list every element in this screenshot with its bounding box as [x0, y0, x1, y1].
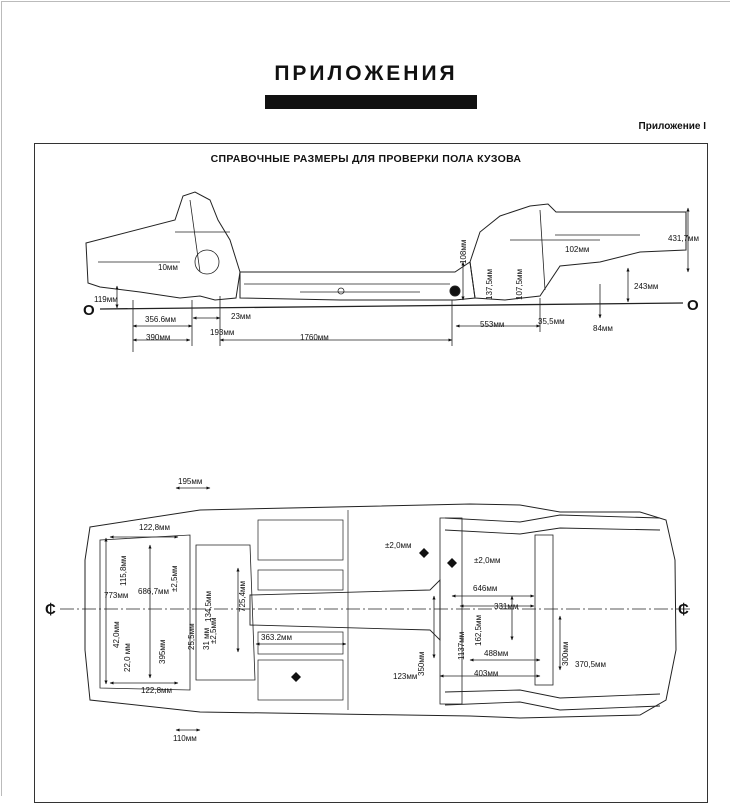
dim-plan-123: 123мм — [393, 672, 417, 681]
dim-plan-25-5: 25,5мм — [187, 623, 196, 650]
dim-side-107-5: 107,5мм — [515, 269, 524, 300]
plan-view — [84, 503, 677, 719]
dim-plan-31: 31 мм — [202, 628, 211, 650]
page-heading: ПРИЛОЖЕНИЯ — [274, 62, 458, 85]
dim-plan-395: 395мм — [158, 640, 167, 664]
side-view — [85, 191, 687, 301]
dim-plan-110: 110мм — [173, 734, 197, 743]
plan-markers — [291, 548, 457, 682]
dim-plan-2-5-a: ±2,5мм — [170, 565, 179, 592]
plan-dimension-lines — [104, 486, 562, 732]
dim-plan-1137: 1137мм — [457, 632, 466, 660]
dim-side-119: 119мм — [94, 295, 118, 304]
dim-side-553: 553мм — [480, 320, 504, 329]
dim-plan-42: 42,0мм — [112, 621, 121, 648]
dim-plan-725-4: 725,4мм — [238, 581, 247, 612]
dim-plan-773: 773мм — [104, 591, 128, 600]
dim-plan-370-5: 370,5мм — [575, 660, 606, 669]
dim-plan-2-5-b: ±2,5мм — [209, 617, 218, 644]
dim-side-108: 108мм — [459, 240, 468, 264]
dim-side-137-5: 137,5мм — [485, 269, 494, 300]
dim-side-243: 243мм — [634, 282, 658, 291]
dim-plan-646: 646мм — [473, 584, 497, 593]
dim-side-10: 10мм — [158, 263, 178, 272]
dim-plan-363-2: 363.2мм — [261, 633, 292, 642]
rear-body-outline — [469, 203, 687, 301]
dim-plan-300: 300мм — [561, 642, 570, 666]
dim-side-356-6: 356.6мм — [145, 315, 176, 324]
dim-plan-195: 195мм — [178, 477, 202, 486]
plan-dimension-labels: 195мм 122,8мм 115,8мм 773мм 686,7мм ±2,5… — [104, 477, 606, 743]
floor-plan-outline — [84, 503, 677, 719]
dim-plan-pm2-a: ±2,0мм — [385, 541, 412, 550]
tunnel-outline — [249, 578, 441, 642]
dim-plan-331: 331мм — [494, 602, 518, 611]
dim-plan-403: 403мм — [474, 669, 498, 678]
diagram-title: СПРАВОЧНЫЕ РАЗМЕРЫ ДЛЯ ПРОВЕРКИ ПОЛА КУЗ… — [210, 153, 522, 165]
datum-label-left: O — [83, 302, 95, 319]
side-datum-line: O O — [83, 297, 699, 319]
centerline-label-right: ₵ — [678, 601, 689, 618]
dim-side-431-7: 431,7мм — [668, 234, 699, 243]
dim-side-35-5: 35,5мм — [538, 317, 565, 326]
front-body-outline — [85, 191, 241, 301]
heading-underline-bar — [265, 95, 477, 109]
dim-plan-115-8: 115,8мм — [119, 556, 128, 586]
dim-side-84: 84мм — [593, 324, 613, 333]
dim-plan-162-5: 162,5мм — [474, 615, 483, 646]
dim-side-102: 102мм — [565, 245, 589, 254]
plan-centerline: ₵ ₵ — [45, 601, 690, 618]
dim-plan-22: 22,0 мм — [123, 643, 132, 672]
side-dimension-labels: 10мм 108мм 102мм 431,7мм 137,5мм 107,5мм… — [94, 234, 699, 342]
appendix-number: Приложение I — [638, 121, 706, 132]
dim-side-23: 23мм — [231, 312, 251, 321]
dim-plan-pm2-b: ±2,0мм — [474, 556, 501, 565]
dim-plan-134-5: 134,5мм — [204, 591, 213, 622]
dim-plan-122-8-top: 122,8мм — [139, 523, 170, 532]
dim-plan-122-8-bottom: 122,8мм — [141, 686, 172, 695]
dim-plan-686-7: 686,7мм — [138, 587, 169, 596]
dim-side-390: 390мм — [146, 333, 170, 342]
datum-label-right: O — [687, 297, 699, 314]
side-dimension-lines — [115, 207, 690, 352]
centerline-label-left: ₵ — [45, 601, 56, 618]
dim-plan-488: 488мм — [484, 649, 508, 658]
floor-sill-outline — [239, 261, 476, 301]
dim-side-193: 193мм — [210, 328, 234, 337]
dim-plan-350: 350мм — [417, 652, 426, 676]
dim-side-1760: 1760мм — [300, 333, 329, 342]
